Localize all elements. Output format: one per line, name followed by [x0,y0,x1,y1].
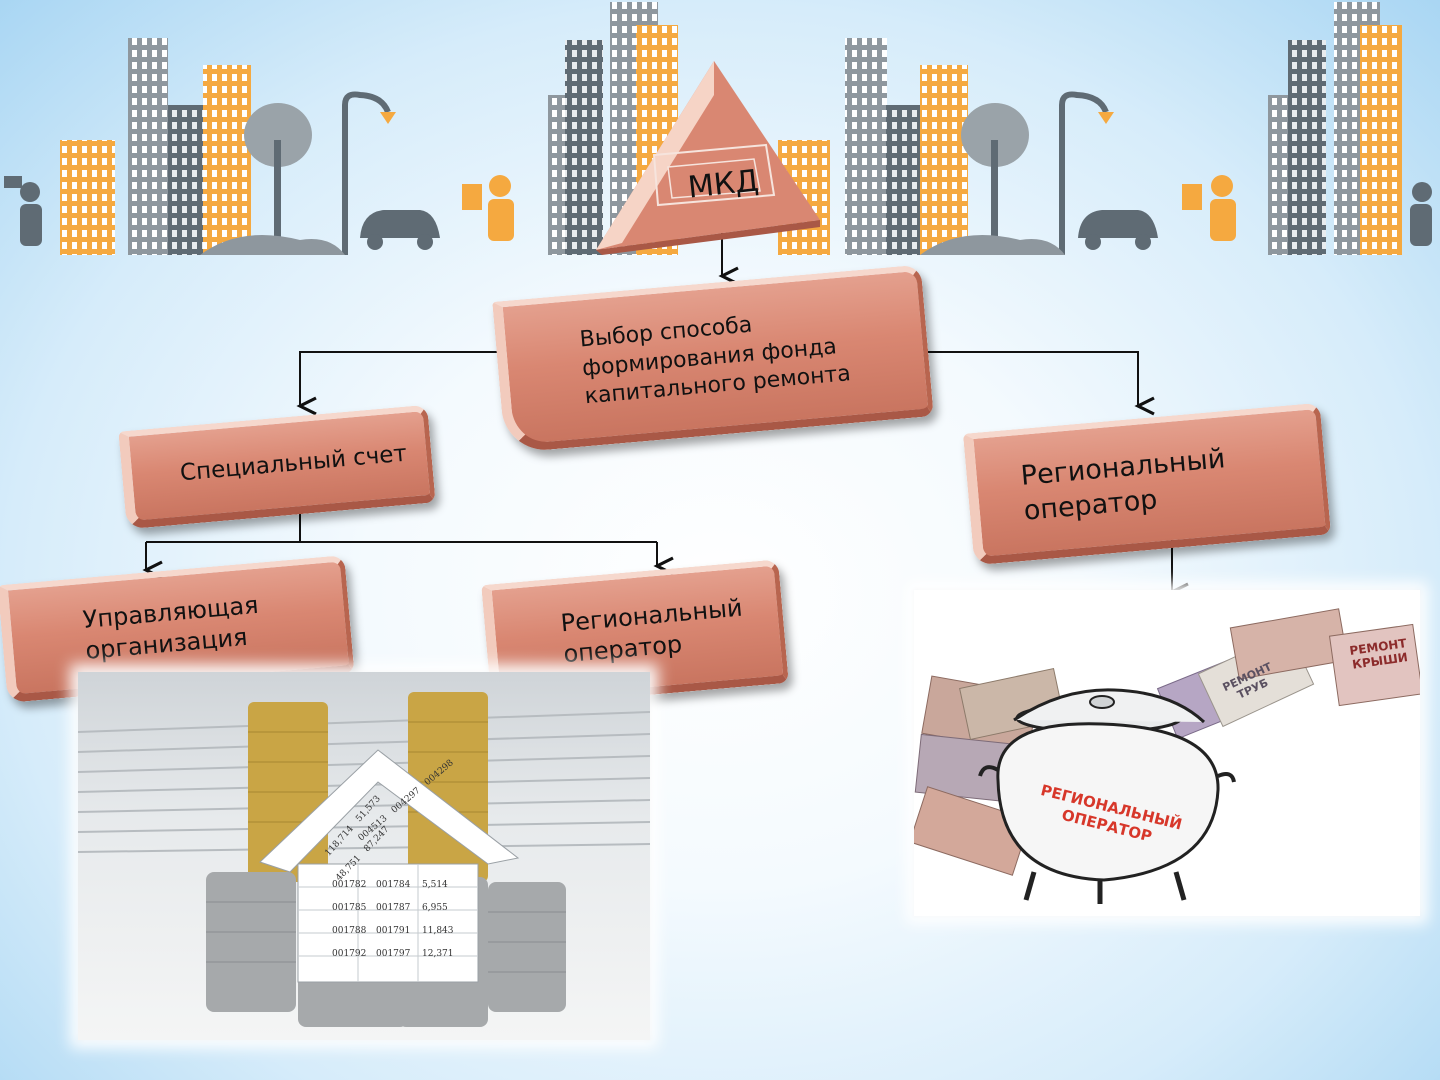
ledger-cell: 001785 [332,903,367,913]
skyline-center [462,2,1158,255]
skyline-right [1182,2,1432,255]
mkd-pyramid-node: МКД [596,55,826,255]
choice-method-label: Выбор способа формирования фонда капитал… [578,312,852,410]
special-account-label: Специальный счет [179,440,408,487]
ledger-cell: 001792 [332,949,367,959]
pot [978,688,1236,904]
ledger-cell: 6,955 [422,903,448,913]
ledger-numbers: 001782 001784 5,514 001785 001787 6,955 0017… [332,874,472,966]
ledger-cell: 5,514 [422,880,448,890]
coins-house-illustration [78,692,650,1027]
ledger-cell: 001784 [376,880,411,890]
ledger-cell: 12,371 [422,949,454,959]
ledger-cell: 001788 [332,926,367,936]
regional-operator-pot-photo: РЕГИОНАЛЬНЫЙ ОПЕРАТОР РЕМОНТ КРЫШИ РЕМОН… [914,590,1420,916]
arrow-choice-to-regional-operator [928,351,1155,416]
coins-house-photo: 001782 001784 5,514 001785 001787 6,955 0017… [78,672,650,1040]
mkd-label: МКД [686,163,761,206]
city-skyline-banner [4,2,1432,255]
regional-operator-mid-label: Региональный оператор [559,593,744,669]
ledger-cell: 001791 [376,926,411,936]
regional-operator-right-label: Региональный оператор [1019,443,1227,527]
arrow-choice-to-special-account [296,351,500,416]
ledger-cell: 001782 [332,880,367,890]
ledger-cell: 001787 [376,903,411,913]
ledger-cell: 11,843 [422,926,454,936]
skyline-left [4,38,440,255]
pot-illustration [914,608,1420,904]
ledger-cell: 001797 [376,949,411,959]
pyramid-shape [596,61,820,255]
management-org-label: Управляющая организация [81,590,260,665]
